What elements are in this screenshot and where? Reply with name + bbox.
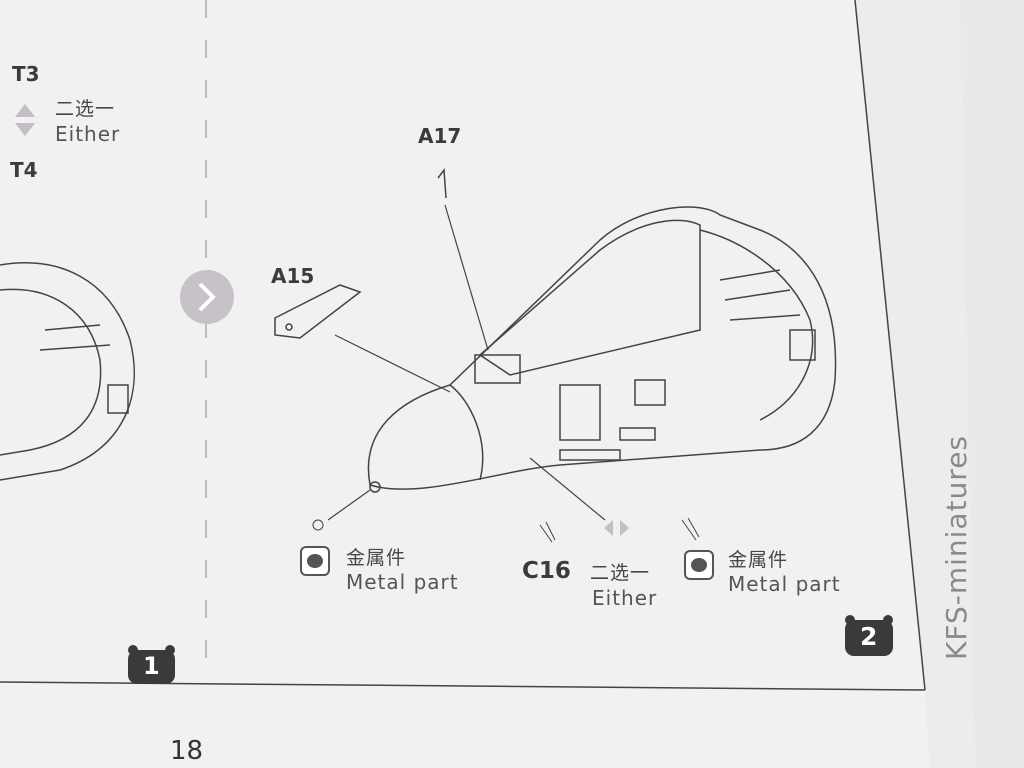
metal-part-en-left: Metal part bbox=[346, 570, 459, 594]
either-down-icon bbox=[15, 123, 35, 136]
page-number: 18 bbox=[170, 736, 204, 766]
metal-part-cn-right: 金属件 bbox=[728, 549, 789, 571]
part-label-a17: A17 bbox=[418, 124, 462, 148]
metal-part-cn-left: 金属件 bbox=[346, 547, 407, 569]
fuselage-nose-drawing bbox=[367, 206, 837, 493]
engine-partial-drawing bbox=[0, 262, 135, 481]
leader-lines bbox=[327, 204, 606, 521]
metal-part-icon bbox=[684, 550, 714, 580]
either-up-icon bbox=[15, 104, 35, 117]
frame-right-border bbox=[854, 0, 926, 691]
metal-pin-drawing bbox=[681, 517, 700, 541]
either-left-icon bbox=[604, 520, 613, 536]
metal-ring-drawing bbox=[312, 519, 324, 531]
either-en-right: Either bbox=[592, 586, 658, 610]
step-2-number: 2 bbox=[860, 622, 878, 651]
step-1-badge-icon bbox=[128, 645, 175, 684]
watermark: KFS-miniatures bbox=[940, 434, 973, 660]
either-right-icon bbox=[620, 520, 629, 536]
step-2-badge-icon bbox=[845, 615, 893, 656]
part-a15-drawing bbox=[274, 284, 362, 339]
part-a17-drawing bbox=[437, 167, 447, 199]
step-1-number: 1 bbox=[143, 652, 160, 680]
part-label-t4: T4 bbox=[10, 158, 38, 182]
either-cn-right: 二选一 bbox=[590, 562, 651, 584]
part-label-a15: A15 bbox=[271, 264, 315, 288]
metal-part-icon bbox=[300, 546, 330, 576]
either-en-label: Either bbox=[55, 122, 121, 146]
part-label-c16: C16 bbox=[522, 558, 571, 584]
part-label-t3: T3 bbox=[12, 62, 40, 86]
metal-part-en-right: Metal part bbox=[728, 572, 841, 596]
next-step-arrow-icon bbox=[180, 270, 234, 324]
part-c16-drawing bbox=[539, 521, 556, 543]
either-cn-label: 二选一 bbox=[55, 98, 116, 120]
